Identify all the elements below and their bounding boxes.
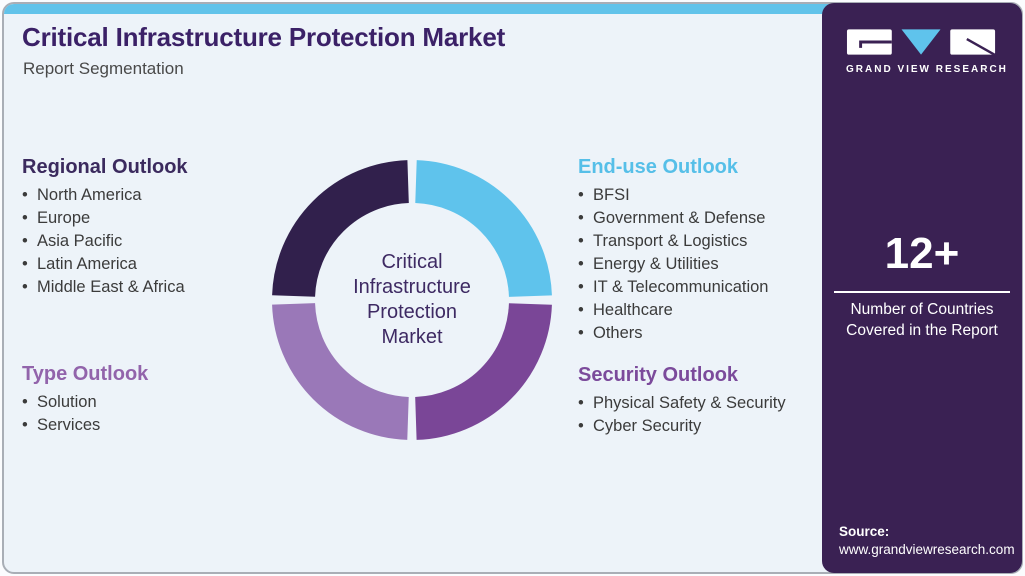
logo-text: GRAND VIEW RESEARCH [846, 64, 1008, 75]
bullet-icon: • [22, 278, 28, 296]
list-item-label: Latin America [37, 255, 137, 273]
stat-divider [834, 291, 1010, 293]
donut-segment-regional-outlook [272, 160, 552, 440]
list-item-label: Physical Safety & Security [593, 394, 786, 412]
gvr-logo-mark [846, 29, 998, 57]
page-subtitle: Report Segmentation [23, 59, 184, 78]
top-accent-bar [4, 4, 1021, 14]
list-item: • Transport & Logistics [578, 230, 828, 253]
stat-label: Number of Countries Covered in the Repor… [846, 301, 998, 339]
bullet-icon: • [578, 186, 584, 204]
list-item-label: Services [37, 416, 101, 434]
donut-segment-end-use-outlook [272, 160, 552, 440]
list-item-label: BFSI [593, 186, 630, 204]
bullet-icon: • [22, 232, 28, 250]
bullet-icon: • [578, 278, 584, 296]
stat-value: 12+ [884, 229, 960, 278]
section-security-outlook: Security Outlook • Physical Safety & Secu… [578, 364, 828, 438]
bullet-icon: • [578, 232, 584, 250]
list-item-label: Energy & Utilities [593, 255, 719, 273]
page-title: Critical Infrastructure Protection Marke… [22, 22, 506, 52]
bullet-icon: • [578, 324, 584, 342]
logo-r-slash [966, 38, 998, 57]
section-end-use-outlook: End-use Outlook • BFSI • Government & Defe… [578, 156, 828, 345]
list-item: • Healthcare [578, 299, 828, 322]
donut-chart: Critical Infrastructure Protection Marke… [262, 150, 562, 450]
list-item-label: Middle East & Africa [37, 278, 185, 296]
list-item-label: IT & Telecommunication [593, 278, 769, 296]
list-item: • IT & Telecommunication [578, 276, 828, 299]
list-item: • Others [578, 322, 828, 345]
section-type-list: • Solution • Services [22, 391, 302, 437]
list-item: • BFSI [578, 184, 828, 207]
source-block: Source: www.grandviewresearch.com [839, 524, 1015, 557]
logo-v-triangle-icon [901, 29, 941, 55]
logo-g-notch [859, 40, 892, 48]
list-item-label: Asia Pacific [37, 232, 123, 250]
bullet-icon: • [578, 417, 584, 435]
list-item: • Energy & Utilities [578, 253, 828, 276]
list-item-label: Europe [37, 209, 91, 227]
bullet-icon: • [22, 209, 28, 227]
list-item: • Middle East & Africa [22, 276, 302, 299]
list-item: • Cyber Security [578, 415, 828, 438]
bullet-icon: • [578, 209, 584, 227]
list-item: • Asia Pacific [22, 230, 302, 253]
section-end-use-list: • BFSI • Government & Defense • Transport &… [578, 184, 828, 345]
section-regional-heading: Regional Outlook [22, 156, 188, 178]
section-type-outlook: Type Outlook • Solution • Services [22, 363, 302, 437]
section-end-use-heading: End-use Outlook [578, 156, 738, 178]
list-item-label: Transport & Logistics [593, 232, 748, 250]
donut-segment-security-outlook [272, 160, 552, 440]
donut-segment-type-outlook [271, 160, 552, 440]
list-item: • Solution [22, 391, 302, 414]
section-regional-list: • North America • Europe • Asia Pacific • La… [22, 184, 302, 299]
list-item-label: Government & Defense [593, 209, 766, 227]
list-item-label: Solution [37, 393, 97, 411]
bullet-icon: • [22, 416, 28, 434]
source-url: www.grandviewresearch.com [839, 542, 1015, 557]
donut-chart-svg [271, 160, 552, 440]
list-item: • Europe [22, 207, 302, 230]
bullet-icon: • [578, 301, 584, 319]
list-item: • Physical Safety & Security [578, 392, 828, 415]
section-type-heading: Type Outlook [22, 363, 149, 385]
bullet-icon: • [22, 186, 28, 204]
list-item: • Services [22, 414, 302, 437]
section-security-heading: Security Outlook [578, 364, 739, 386]
list-item: • North America [22, 184, 302, 207]
list-item-label: Cyber Security [593, 417, 702, 435]
bullet-icon: • [22, 255, 28, 273]
source-label: Source: [839, 524, 890, 539]
list-item: • Government & Defense [578, 207, 828, 230]
section-security-list: • Physical Safety & Security • Cyber Secur… [578, 392, 828, 438]
list-item-label: Healthcare [593, 301, 673, 319]
gvr-logo: GRAND VIEW RESEARCH [846, 28, 1008, 75]
section-regional-outlook: Regional Outlook • North America • Europe … [22, 156, 302, 299]
list-item-label: North America [37, 186, 142, 204]
sidebar: GRAND VIEW RESEARCH 12+ Number of Countr… [822, 3, 1022, 573]
list-item: • Latin America [22, 253, 302, 276]
bullet-icon: • [578, 255, 584, 273]
bullet-icon: • [578, 394, 584, 412]
list-item-label: Others [593, 324, 643, 342]
bullet-icon: • [22, 393, 28, 411]
